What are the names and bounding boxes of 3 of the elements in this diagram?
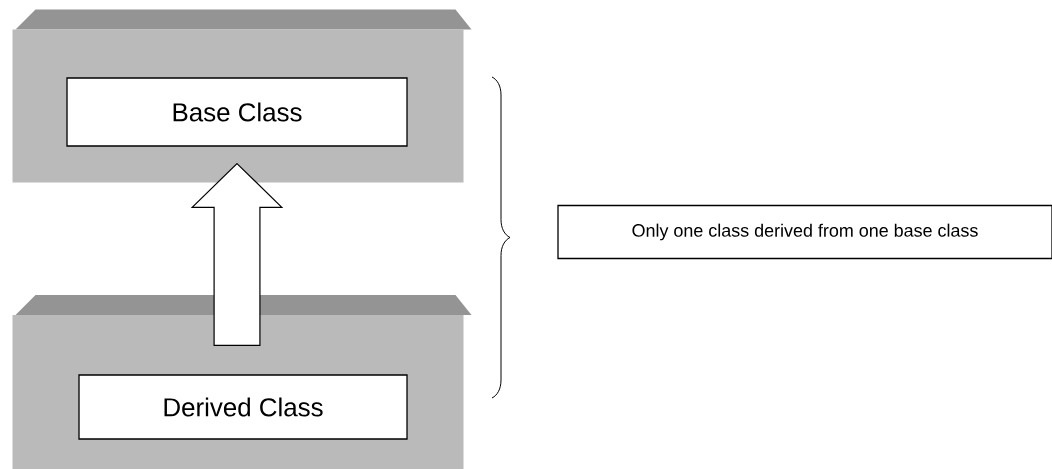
class-box: Derived Class: [78, 374, 408, 440]
class-box: Base Class: [66, 77, 408, 147]
note-box: Only one class derived from one base class: [557, 204, 1052, 260]
